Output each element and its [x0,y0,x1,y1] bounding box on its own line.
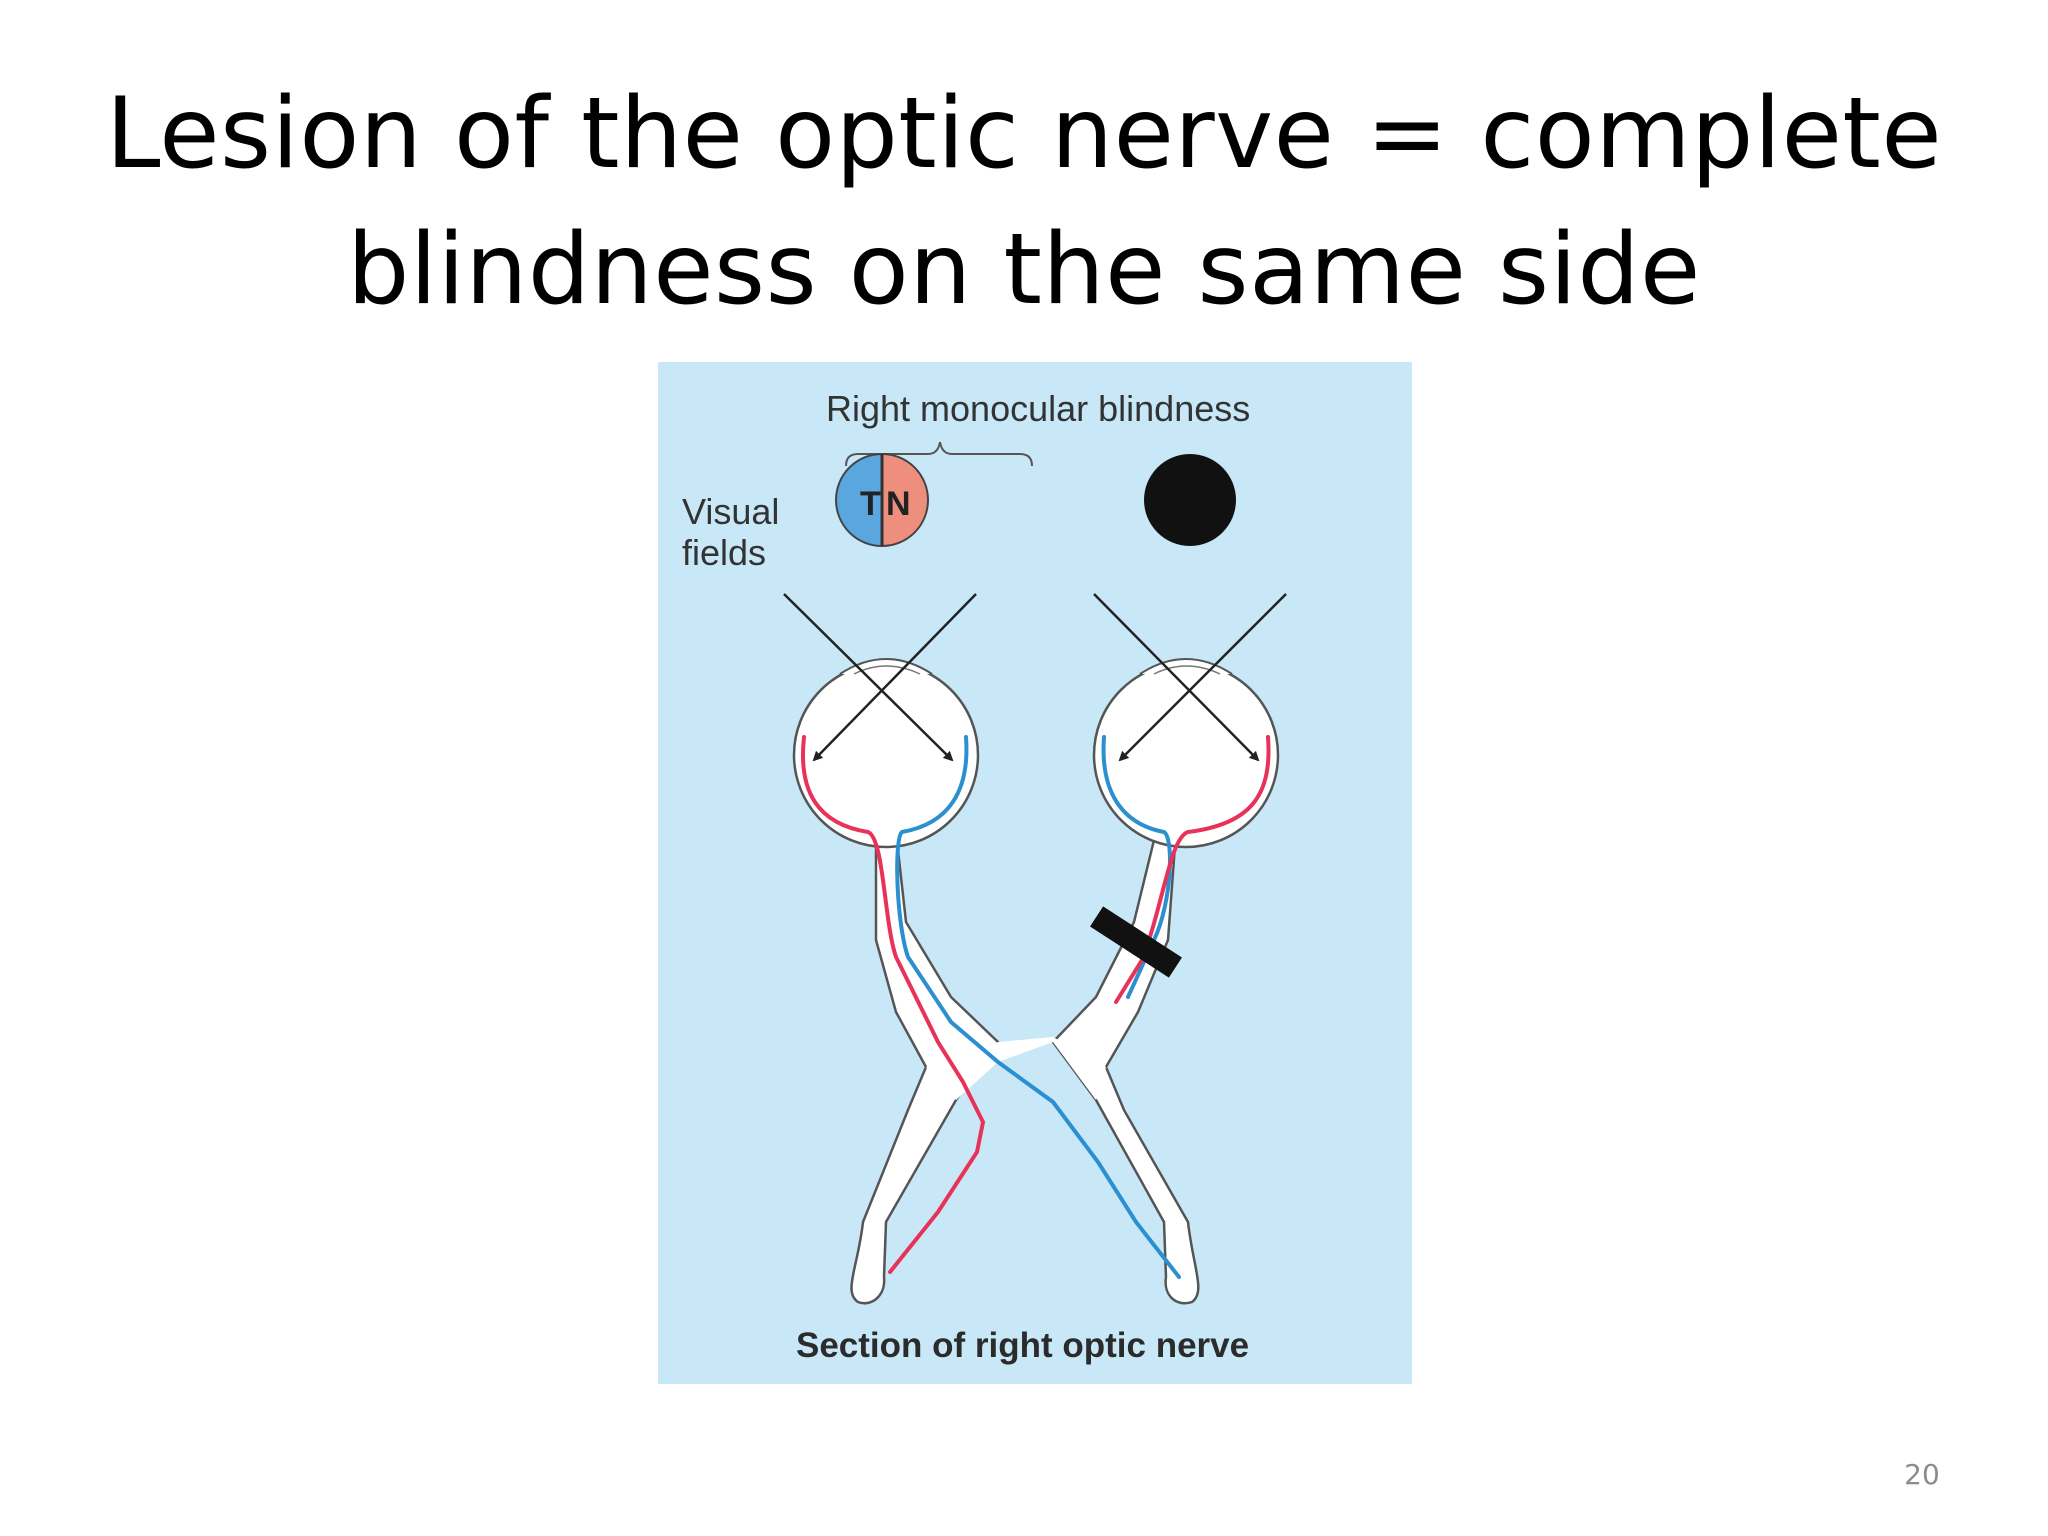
slide-title-line-1: Lesion of the optic nerve = complete [105,77,1943,191]
right-light-rays [1093,593,1287,762]
temporal-label: T [860,485,881,523]
left-nasal-pathway [895,735,1181,1279]
slide-title: Lesion of the optic nerve = complete bli… [0,66,2048,338]
optic-pathway-figure: T N [658,362,1412,1384]
temporal-half [836,454,882,546]
visual-fields-label: Visual fields [682,491,779,573]
right-visual-field-blind [1144,454,1236,546]
left-temporal-pathway [801,735,986,1274]
diagram-header: Right monocular blindness [826,388,1251,429]
left-light-rays [783,593,977,762]
left-eye [792,658,980,849]
left-visual-field: T N [835,453,929,547]
nasal-half [882,454,928,546]
visual-fields-line-1: Visual [682,491,780,532]
visual-fields-line-2: fields [682,532,767,573]
lesion-bar [1090,906,1182,978]
page-number: 20 [1904,1458,1940,1491]
right-temporal-pathway [1114,735,1271,1004]
header-brace [845,441,1033,467]
right-eye [1092,658,1280,849]
nasal-label: N [886,485,911,523]
slide-title-line-2: blindness on the same side [347,213,1701,327]
right-nasal-pathway [1101,735,1172,999]
diagram-caption: Section of right optic nerve [796,1326,1250,1365]
optic-pathway-diagram: T N [783,441,1287,1305]
